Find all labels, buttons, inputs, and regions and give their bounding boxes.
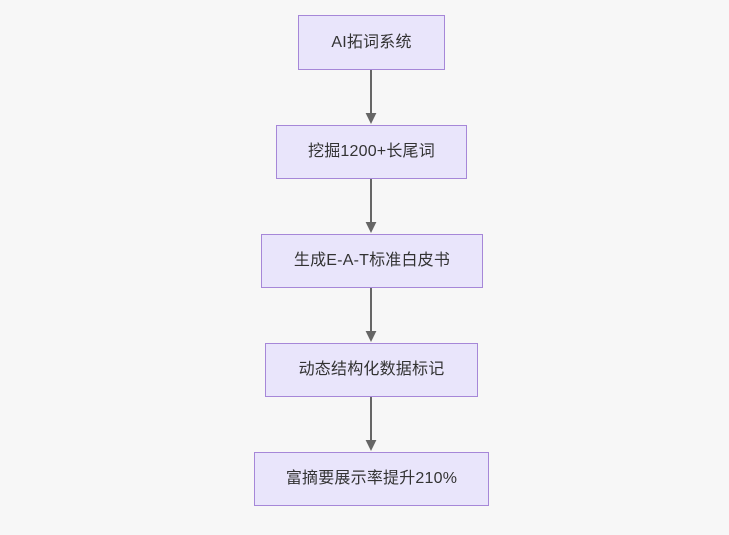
flow-node-label: AI拓词系统 [331, 33, 412, 51]
flow-node-label: 富摘要展示率提升210% [285, 470, 458, 488]
arrow-down-icon [365, 70, 377, 124]
flow-edge-n2-n3 [362, 179, 380, 234]
flow-node-rich-snippet-impression-lift[interactable]: 富摘要展示率提升210% [254, 452, 489, 506]
flow-node-label: 挖掘1200+长尾词 [308, 143, 435, 161]
flow-node-label: 生成E-A-T标准白皮书 [293, 252, 451, 270]
flow-edge-n1-n2 [362, 70, 380, 125]
flow-node-mine-longtail-keywords[interactable]: 挖掘1200+长尾词 [276, 125, 467, 179]
arrow-down-icon [365, 397, 377, 451]
flow-node-dynamic-structured-data-markup[interactable]: 动态结构化数据标记 [265, 343, 478, 397]
arrow-down-icon [365, 179, 377, 233]
flow-node-label: 动态结构化数据标记 [298, 361, 445, 379]
flow-node-ai-keyword-system[interactable]: AI拓词系统 [298, 15, 445, 70]
flow-edge-n3-n4 [362, 288, 380, 343]
arrow-down-icon [365, 288, 377, 342]
flow-node-generate-eat-whitepaper[interactable]: 生成E-A-T标准白皮书 [261, 234, 483, 288]
flow-edge-n4-n5 [362, 397, 380, 452]
